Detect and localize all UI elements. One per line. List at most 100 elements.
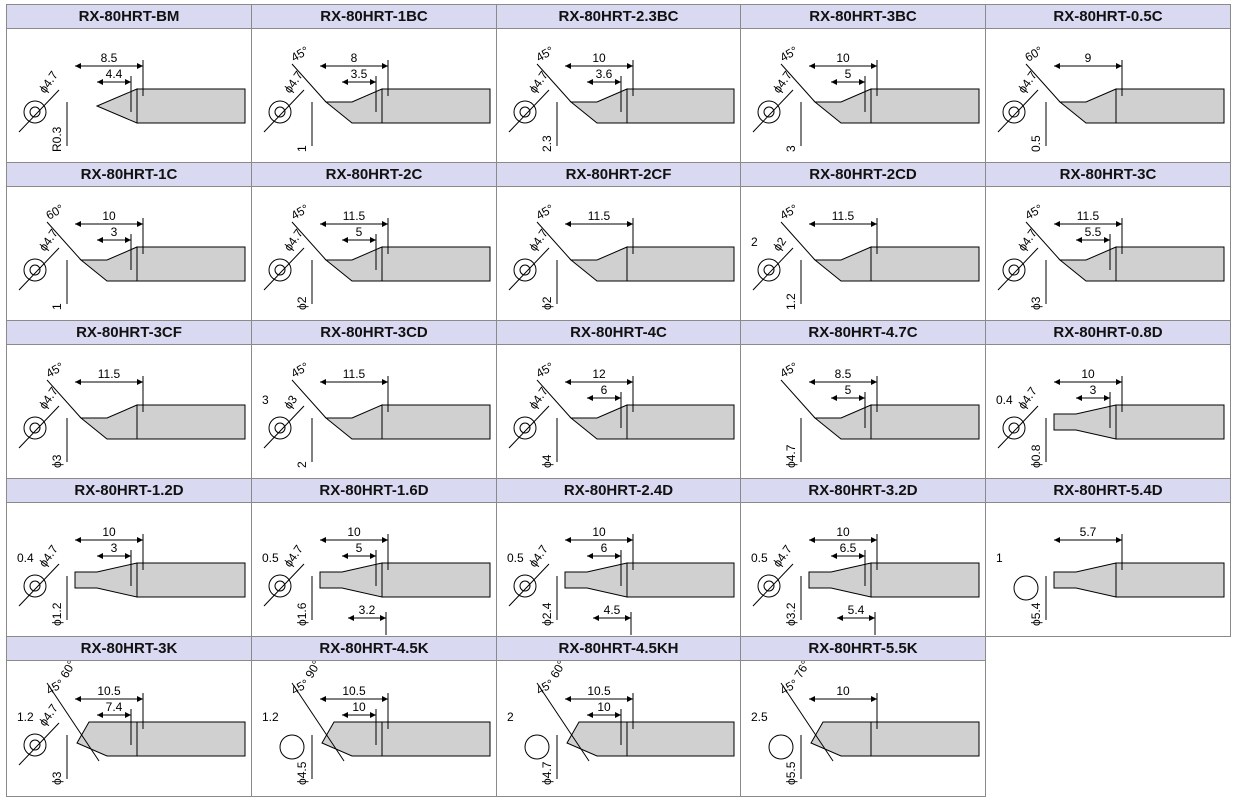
tip-model-header: RX-80HRT-4.5KH — [497, 637, 740, 661]
angle-label-secondary: 76° — [791, 661, 812, 681]
leader-line — [508, 405, 550, 449]
angle-label-secondary: 60° — [57, 661, 78, 681]
tip-cross-section-inner — [1008, 264, 1020, 276]
arrowhead — [809, 63, 815, 69]
dimension-label-length: 8.5 — [101, 51, 118, 65]
arrowhead — [137, 379, 143, 385]
dimension-label-tertiary: 5.4 — [848, 603, 865, 617]
dimension-label-tertiary: 3.2 — [359, 603, 376, 617]
arrowhead — [75, 63, 81, 69]
tip-cross-section-inner — [763, 106, 775, 118]
angle-label: 60° — [44, 201, 67, 222]
arrowhead — [1116, 379, 1122, 385]
tip-cross-section-inner — [29, 739, 41, 751]
tip-drawing: ϕ4.78.54.4R0.3 — [18, 51, 246, 152]
arrowhead — [615, 553, 621, 559]
tip-model-header: RX-80HRT-BM — [7, 5, 251, 29]
tip-chisel — [564, 562, 628, 598]
dimension-label-length: 10.5 — [97, 684, 121, 698]
arrowhead — [125, 237, 131, 243]
arrowhead — [1054, 537, 1060, 543]
tip-shaft — [870, 562, 980, 598]
extra-dimension-label: 0.5 — [262, 551, 279, 565]
tip-drawing: ϕ4.783.545°1 — [263, 43, 491, 152]
tip-shaft — [136, 404, 246, 440]
arrowhead — [75, 221, 81, 227]
angle-label: 45° — [289, 201, 312, 222]
arrowhead — [382, 696, 388, 702]
arrowhead — [871, 63, 877, 69]
extra-dimension-label: 0.5 — [507, 551, 524, 565]
dimension-label-secondary: 3 — [1090, 383, 1097, 397]
tip-cross-section — [757, 100, 781, 124]
dimension-label-secondary: 5 — [845, 67, 852, 81]
dimension-label-length: 5.7 — [1080, 525, 1097, 539]
dimension-label-length: 10.5 — [587, 684, 611, 698]
tip-model-header: RX-80HRT-3BC — [741, 5, 985, 29]
size-label: 0.5 — [1029, 135, 1043, 152]
tip-bevel — [324, 246, 383, 282]
arrowhead — [871, 696, 877, 702]
arrowhead — [320, 221, 326, 227]
angle-leader — [780, 63, 816, 103]
arrowhead — [627, 537, 633, 543]
tip-model-header: RX-80HRT-3C — [986, 163, 1230, 187]
angle-label-secondary: 60° — [547, 661, 568, 681]
dimension-label-length: 9 — [1085, 51, 1092, 65]
arrowhead — [97, 712, 103, 718]
arrowhead — [342, 237, 348, 243]
arrowhead — [370, 79, 376, 85]
leader-line — [18, 722, 60, 766]
dimension-label-length: 10 — [836, 51, 850, 65]
arrowhead — [1076, 237, 1082, 243]
angle-label: 45° — [289, 359, 312, 380]
angle-label: 45° — [534, 676, 557, 697]
dimension-label-secondary: 3.5 — [351, 67, 368, 81]
arrowhead — [125, 553, 131, 559]
tip-cross-section — [513, 258, 537, 282]
angle-leader — [536, 379, 572, 419]
arrowhead — [320, 537, 326, 543]
tip-shaft — [626, 562, 735, 598]
arrowhead — [831, 553, 837, 559]
arrowhead — [320, 696, 326, 702]
arrowhead — [320, 379, 326, 385]
tip-shaft — [1115, 88, 1225, 124]
arrowhead — [869, 615, 875, 621]
tip-cross-section-inner — [519, 422, 531, 434]
dimension-label-length: 11.5 — [832, 209, 855, 223]
tip-chisel — [319, 562, 383, 598]
extra-dimension-label: 1.2 — [262, 710, 279, 724]
tip-shaft — [381, 246, 491, 282]
leader-line — [18, 247, 60, 291]
arrowhead — [809, 696, 815, 702]
tip-bevel — [569, 246, 628, 282]
arrowhead — [587, 79, 593, 85]
tip-cross-section — [1013, 575, 1039, 601]
tip-knife — [810, 721, 872, 757]
extra-dimension-label: 2.5 — [751, 710, 768, 724]
tip-model-header: RX-80HRT-2.3BC — [497, 5, 740, 29]
tip-cross-section-inner — [519, 264, 531, 276]
arrowhead — [859, 553, 865, 559]
tip-cross-section — [268, 574, 292, 598]
dimension-label-length: 10 — [836, 525, 850, 539]
arrowhead — [587, 553, 593, 559]
tip-shaft — [1115, 246, 1225, 282]
arrowhead — [859, 79, 865, 85]
angle-leader — [46, 379, 82, 419]
arrowhead — [871, 379, 877, 385]
leader-line — [263, 89, 305, 133]
